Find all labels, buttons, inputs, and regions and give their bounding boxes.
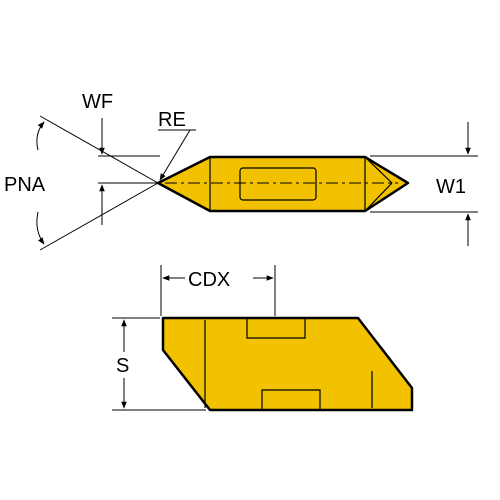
side-bottom-notch [261, 389, 321, 410]
pna-edge-lower [39, 182, 159, 251]
top-insert-body [156, 155, 410, 213]
pna-arc-lower [36, 211, 45, 245]
pna-arc-upper [36, 121, 45, 151]
w1-label: W1 [436, 176, 466, 198]
side-top-notch [246, 318, 306, 339]
pna-label: PNA [4, 174, 46, 196]
pna-edge-upper [39, 115, 159, 184]
side-view-insert [161, 316, 414, 412]
top-facet-tip-upper [364, 156, 393, 184]
re-label: RE [158, 109, 186, 131]
top-center-recess [239, 167, 317, 201]
wf-label: WF [82, 91, 113, 113]
top-facet-tip-lower [364, 182, 393, 212]
re-leader [159, 129, 191, 181]
top-view-insert [156, 155, 410, 213]
s-label: S [116, 355, 129, 377]
cdx-label: CDX [188, 269, 230, 291]
side-insert-body [161, 316, 414, 412]
